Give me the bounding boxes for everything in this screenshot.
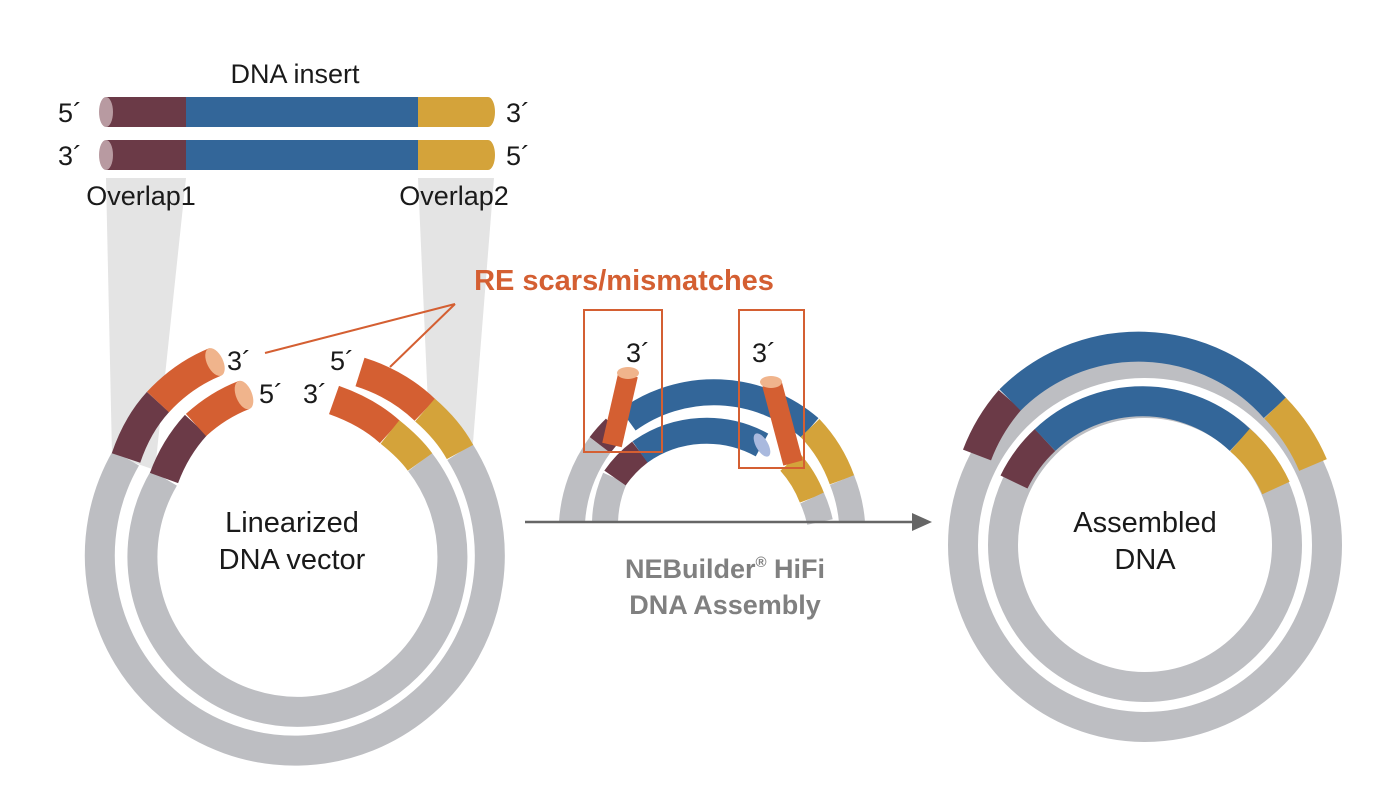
insert-bottom-right-end: 5´ bbox=[506, 141, 530, 171]
vector-label-line2: DNA vector bbox=[219, 544, 366, 576]
intermediate-right-end: 3´ bbox=[752, 338, 776, 368]
process-name-tail: HiFi bbox=[767, 554, 826, 584]
re-scars-callout: RE scars/mismatches bbox=[264, 265, 774, 368]
vector-outer-left-scar-end bbox=[205, 348, 225, 376]
intermediate-left-end: 3´ bbox=[626, 338, 650, 368]
vector-inner-left-scar-end bbox=[234, 380, 254, 410]
insert-top-strand bbox=[99, 97, 495, 127]
vector-end-inner-left: 5´ bbox=[259, 379, 283, 409]
vector-outer-strand bbox=[84, 444, 505, 766]
assembled-dna: Assembled DNA bbox=[948, 331, 1342, 742]
re-scars-label: RE scars/mismatches bbox=[474, 265, 774, 297]
assembled-label-line2: DNA bbox=[1114, 544, 1176, 576]
insert-bottom-left-end: 3´ bbox=[58, 141, 82, 171]
intermediate-assembly: 3´ 3´ bbox=[559, 309, 865, 526]
scar-leader-left bbox=[264, 303, 456, 354]
process-name: NEBuilder bbox=[625, 554, 756, 584]
insert-top-left-end: 5´ bbox=[58, 98, 82, 128]
insert-top-right-end: 3´ bbox=[506, 98, 530, 128]
insert-bottom-strand bbox=[99, 140, 495, 170]
vector-end-outer-left: 3´ bbox=[227, 346, 251, 376]
insert-title: DNA insert bbox=[230, 59, 360, 89]
intermediate-right-flap-end bbox=[760, 376, 782, 388]
intermediate-left-flap-end bbox=[617, 367, 639, 379]
registered-mark: ® bbox=[755, 554, 766, 571]
vector-label-line1: Linearized bbox=[225, 507, 359, 539]
assembled-label-line1: Assembled bbox=[1073, 507, 1216, 539]
overlap1-projection bbox=[106, 178, 186, 470]
process-label-line1: NEBuilder® HiFi bbox=[625, 554, 825, 584]
process-label-line2: DNA Assembly bbox=[629, 590, 821, 620]
vector-end-inner-right: 3´ bbox=[303, 379, 327, 409]
linearized-vector: 3´ 5´ 5´ 3´ Linearized DNA vector bbox=[84, 346, 505, 766]
overlap2-projection bbox=[418, 178, 494, 455]
process-arrow: NEBuilder® HiFi DNA Assembly bbox=[525, 513, 932, 620]
arrow-head-icon bbox=[912, 513, 932, 531]
overlap2-label: Overlap2 bbox=[399, 181, 509, 211]
overlap1-label: Overlap1 bbox=[86, 181, 196, 211]
scar-box-right bbox=[738, 309, 805, 469]
dna-insert: DNA insert 5´ 3´ 3´ 5´ Overlap1 Overlap2 bbox=[58, 59, 530, 211]
vector-end-outer-right: 5´ bbox=[330, 346, 354, 376]
scar-leader-right bbox=[389, 303, 456, 368]
vector-inner-strand bbox=[127, 452, 468, 727]
scar-box-left bbox=[583, 309, 663, 453]
